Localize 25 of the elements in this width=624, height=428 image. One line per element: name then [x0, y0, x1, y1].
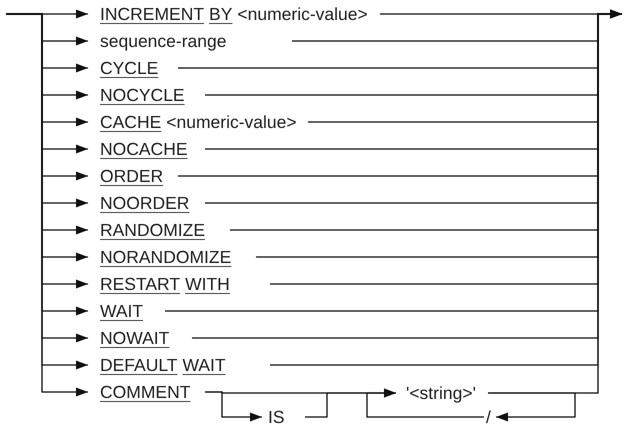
- keyword-text: NOCACHE: [100, 139, 188, 159]
- arrow: [366, 388, 484, 418]
- keyword-text: CACHE: [100, 112, 162, 132]
- keyword-text: COMMENT: [100, 382, 190, 402]
- keyword-text: WITH: [185, 274, 230, 294]
- keyword-text: WAIT: [182, 355, 226, 375]
- syntax-term: sequence-range: [100, 31, 226, 51]
- keyword-text: NOWAIT: [100, 328, 170, 348]
- keyword-text: NOCYCLE: [100, 85, 185, 105]
- syntax-term: <numeric-value>: [237, 4, 368, 24]
- syntax-term: /: [486, 407, 491, 427]
- keyword-text: CYCLE: [100, 58, 158, 78]
- keyword-text: NORANDOMIZE: [100, 247, 232, 267]
- keyword-text: RANDOMIZE: [100, 220, 205, 240]
- syntax-term: <numeric-value>: [166, 112, 297, 132]
- keyword-text: WAIT: [100, 301, 144, 321]
- keyword-text: INCREMENT: [100, 4, 204, 24]
- syntax-term: '<string>': [406, 383, 476, 403]
- keyword-text: ORDER: [100, 166, 164, 186]
- keyword-text: DEFAULT: [100, 355, 178, 375]
- keyword-text: RESTART: [100, 274, 180, 294]
- syntax-term: IS: [268, 407, 285, 427]
- arrow: [488, 392, 576, 422]
- keyword-text: NOORDER: [100, 193, 190, 213]
- keyword-text: BY: [209, 4, 232, 24]
